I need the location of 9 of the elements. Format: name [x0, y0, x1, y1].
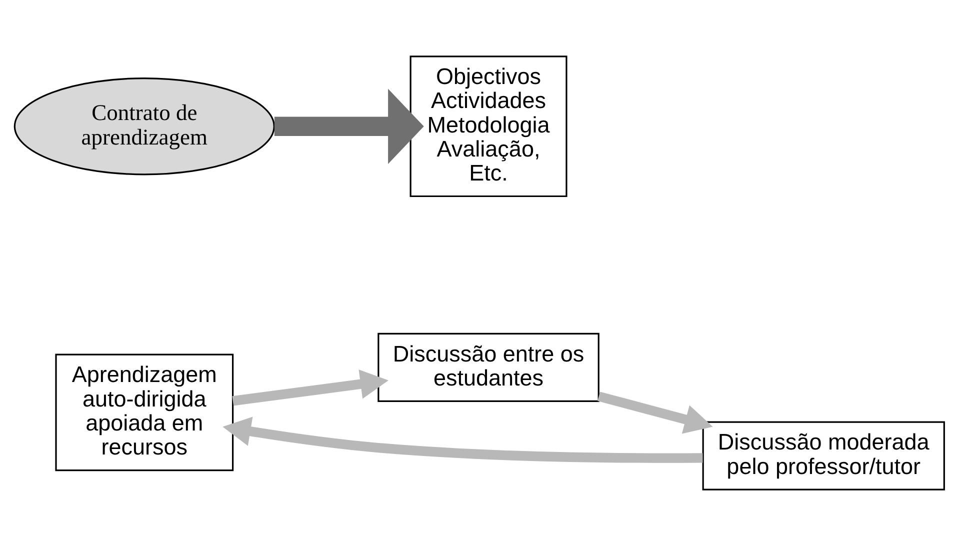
arrow	[274, 88, 424, 164]
node-box: Discussão moderada pelo professor/tutor	[702, 420, 945, 490]
arrow	[598, 391, 713, 434]
node-box: Objectivos Actividades Metodologia Avaliação, Etc.	[410, 55, 568, 197]
arrow	[232, 368, 388, 406]
node-box: Aprendizagem auto-dirigida apoiada em recursos	[55, 353, 234, 471]
node-ellipse: Contrato de aprendizagem	[14, 76, 275, 175]
node-box: Discussão entre os estudantes	[378, 332, 600, 402]
arrow	[222, 416, 703, 462]
